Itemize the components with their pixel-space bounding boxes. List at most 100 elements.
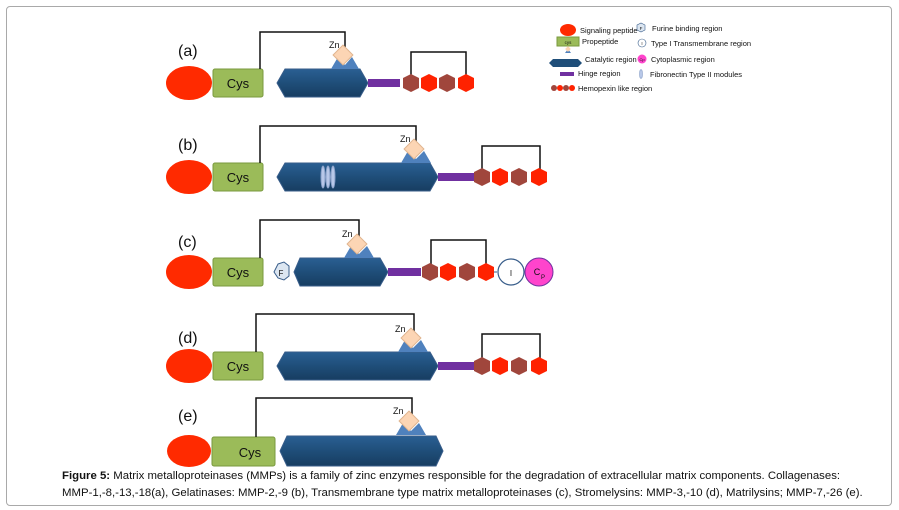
signal-peptide bbox=[166, 66, 212, 100]
cytoplasmic-label: C bbox=[534, 267, 541, 277]
panel-a: (a) Cys Zn bbox=[166, 31, 474, 100]
legend-label: Signaling peptide bbox=[580, 26, 638, 35]
catalytic-region bbox=[276, 68, 369, 98]
furin-binding-region bbox=[273, 261, 290, 281]
hinge-region bbox=[438, 362, 474, 370]
cytoplasmic-region bbox=[524, 257, 554, 287]
legend-swatch-hinge bbox=[560, 72, 574, 76]
legend-swatch-propeptide bbox=[556, 36, 580, 47]
catalytic-region bbox=[276, 162, 439, 192]
zinc-ion bbox=[403, 138, 425, 160]
legend-item-zn-mini bbox=[565, 46, 571, 53]
legend-swatch-catalytic bbox=[549, 59, 582, 67]
cysteine-switch-bracket bbox=[259, 125, 417, 163]
propeptide bbox=[212, 257, 264, 287]
legend-swatch-fibronectin bbox=[639, 69, 643, 79]
catalytic-region bbox=[279, 435, 444, 467]
cysteine-switch-bracket bbox=[259, 219, 360, 258]
cys-label: Cys bbox=[227, 76, 250, 91]
hinge-region bbox=[438, 173, 474, 181]
legend-item-cytoplasmic: Cp Cytoplasmic region bbox=[637, 54, 715, 64]
cysteine-switch-bracket bbox=[255, 397, 413, 437]
panel-label-e: (e) bbox=[178, 408, 198, 425]
panel-label-b: (b) bbox=[178, 137, 198, 154]
panel-label-c: (c) bbox=[178, 234, 197, 251]
figure-caption: Figure 5: Matrix metalloproteinases (MMP… bbox=[62, 468, 870, 502]
zn-label: Zn bbox=[395, 324, 406, 334]
transmembrane-region bbox=[497, 258, 525, 286]
zinc-ion bbox=[398, 410, 420, 432]
cys-label: Cys bbox=[227, 265, 250, 280]
catalytic-region bbox=[293, 257, 389, 287]
propeptide bbox=[212, 68, 264, 98]
legend-swatch-transmembrane bbox=[637, 38, 647, 48]
hemopexin-bracket bbox=[481, 333, 541, 358]
legend-label: Propeptide bbox=[582, 37, 618, 46]
legend-item-signal: Signaling peptide bbox=[560, 24, 638, 36]
hemopexin-bracket bbox=[481, 145, 541, 169]
zn-label: Zn bbox=[393, 406, 404, 416]
signal-peptide bbox=[167, 435, 211, 467]
panel-c: (c) Cys F Zn I C P bbox=[166, 219, 554, 289]
legend-label: Hinge region bbox=[578, 69, 621, 78]
legend-label: Fibronectin Type II modules bbox=[650, 70, 742, 79]
legend-label: Hemopexin like region bbox=[578, 84, 652, 93]
legend-item-propeptide: cys Propeptide bbox=[556, 36, 618, 47]
hinge-region bbox=[368, 79, 400, 87]
cysteine-switch-bracket bbox=[259, 31, 346, 69]
panel-d: (d) Cys Zn bbox=[166, 313, 547, 383]
zinc-ion bbox=[332, 44, 354, 66]
transmembrane-label: I bbox=[510, 269, 512, 278]
cys-label: Cys bbox=[239, 445, 262, 460]
hemopexin-bracket bbox=[410, 51, 467, 75]
legend-item-catalytic: Catalytic region bbox=[549, 55, 637, 67]
hemopexin-region bbox=[474, 168, 547, 186]
legend-swatch-cytoplasmic bbox=[637, 54, 647, 64]
zn-label: Zn bbox=[329, 40, 340, 50]
legend-item-hemopexin: Hemopexin like region bbox=[551, 84, 652, 93]
hemopexin-region bbox=[422, 263, 494, 281]
legend-label: Catalytic region bbox=[585, 55, 637, 64]
legend-item-furin: F Furine binding region bbox=[636, 22, 722, 33]
legend-label: Cytoplasmic region bbox=[651, 55, 715, 64]
zn-label: Zn bbox=[342, 229, 353, 239]
legend-item-fibronectin: Fibronectin Type II modules bbox=[639, 69, 742, 79]
legend-swatch-signal bbox=[560, 24, 576, 36]
fibronectin-modules bbox=[320, 165, 336, 189]
legend-swatch-furin bbox=[636, 22, 646, 33]
hemopexin-region bbox=[403, 74, 474, 92]
caption-text: Matrix metalloproteinases (MMPs) is a fa… bbox=[62, 470, 863, 499]
legend-item-hinge: Hinge region bbox=[560, 69, 621, 78]
zinc-ion bbox=[400, 327, 422, 349]
signal-peptide bbox=[166, 255, 212, 289]
hinge-region bbox=[388, 268, 421, 276]
signal-peptide bbox=[166, 349, 212, 383]
hemopexin-region bbox=[474, 357, 547, 375]
legend-swatch-text: F bbox=[640, 26, 643, 31]
panel-label-d: (d) bbox=[178, 330, 198, 347]
panel-e: (e) Cys Zn bbox=[167, 397, 444, 467]
legend-item-transmembrane: I Type I Transmembrane region bbox=[637, 38, 751, 48]
caption-label: Figure 5: bbox=[62, 470, 111, 482]
legend: Signaling peptide cys Propeptide Catalyt… bbox=[549, 22, 751, 93]
cysteine-switch-bracket bbox=[255, 313, 415, 352]
cytoplasmic-sub-label: P bbox=[541, 275, 545, 281]
panel-label-a: (a) bbox=[178, 43, 198, 60]
zinc-ion bbox=[346, 233, 368, 255]
propeptide bbox=[211, 436, 276, 467]
legend-swatch-text: cys bbox=[565, 40, 573, 45]
furin-label: F bbox=[279, 269, 284, 278]
legend-label: Furine binding region bbox=[652, 24, 722, 33]
propeptide bbox=[212, 351, 264, 381]
legend-swatch-text: Cp bbox=[639, 57, 645, 62]
catalytic-region bbox=[276, 351, 439, 381]
signal-peptide bbox=[166, 160, 212, 194]
cys-label: Cys bbox=[227, 359, 250, 374]
legend-label: Type I Transmembrane region bbox=[651, 39, 751, 48]
propeptide bbox=[212, 162, 264, 192]
legend-swatch-text: I bbox=[641, 41, 642, 46]
cys-label: Cys bbox=[227, 170, 250, 185]
hemopexin-bracket bbox=[430, 239, 487, 264]
panel-b: (b) Cys Zn bbox=[166, 125, 547, 194]
